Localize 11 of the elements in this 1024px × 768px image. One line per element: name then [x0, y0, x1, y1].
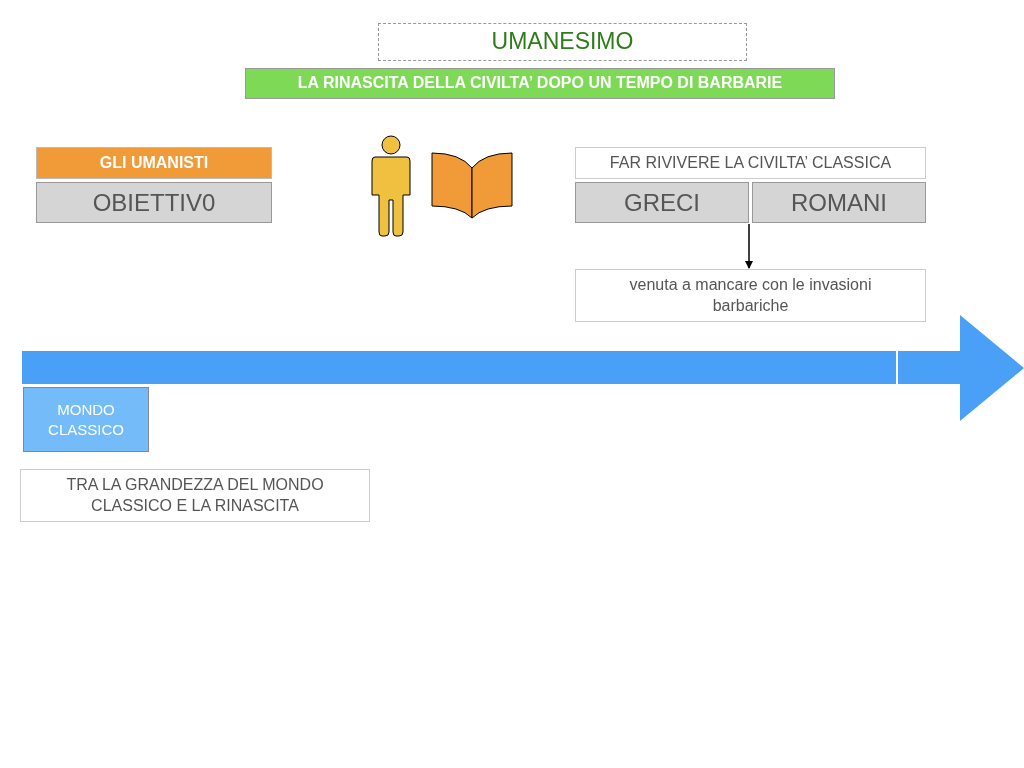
subtitle-banner: LA RINASCITA DELLA CIVILTA’ DOPO UN TEMPO DI BARBARIE — [245, 68, 835, 99]
text-box: FAR RIVIVERE LA CIVILTA’ CLASSICA — [575, 147, 926, 179]
header-label: GLI UMANISTI — [36, 147, 272, 179]
text-box: venuta a mancare con le invasioni barbariche — [575, 269, 926, 322]
label-box: OBIETTIV0 — [36, 182, 272, 223]
arrow — [745, 223, 753, 269]
label-box: ROMANI — [752, 182, 926, 223]
text-box: TRA LA GRANDEZZA DEL MONDO CLASSICO E LA RINASCITA — [20, 469, 370, 522]
title-box: UMANESIMO — [378, 23, 747, 61]
period-box: MONDO CLASSICO — [23, 387, 149, 452]
label-box: GRECI — [575, 182, 749, 223]
